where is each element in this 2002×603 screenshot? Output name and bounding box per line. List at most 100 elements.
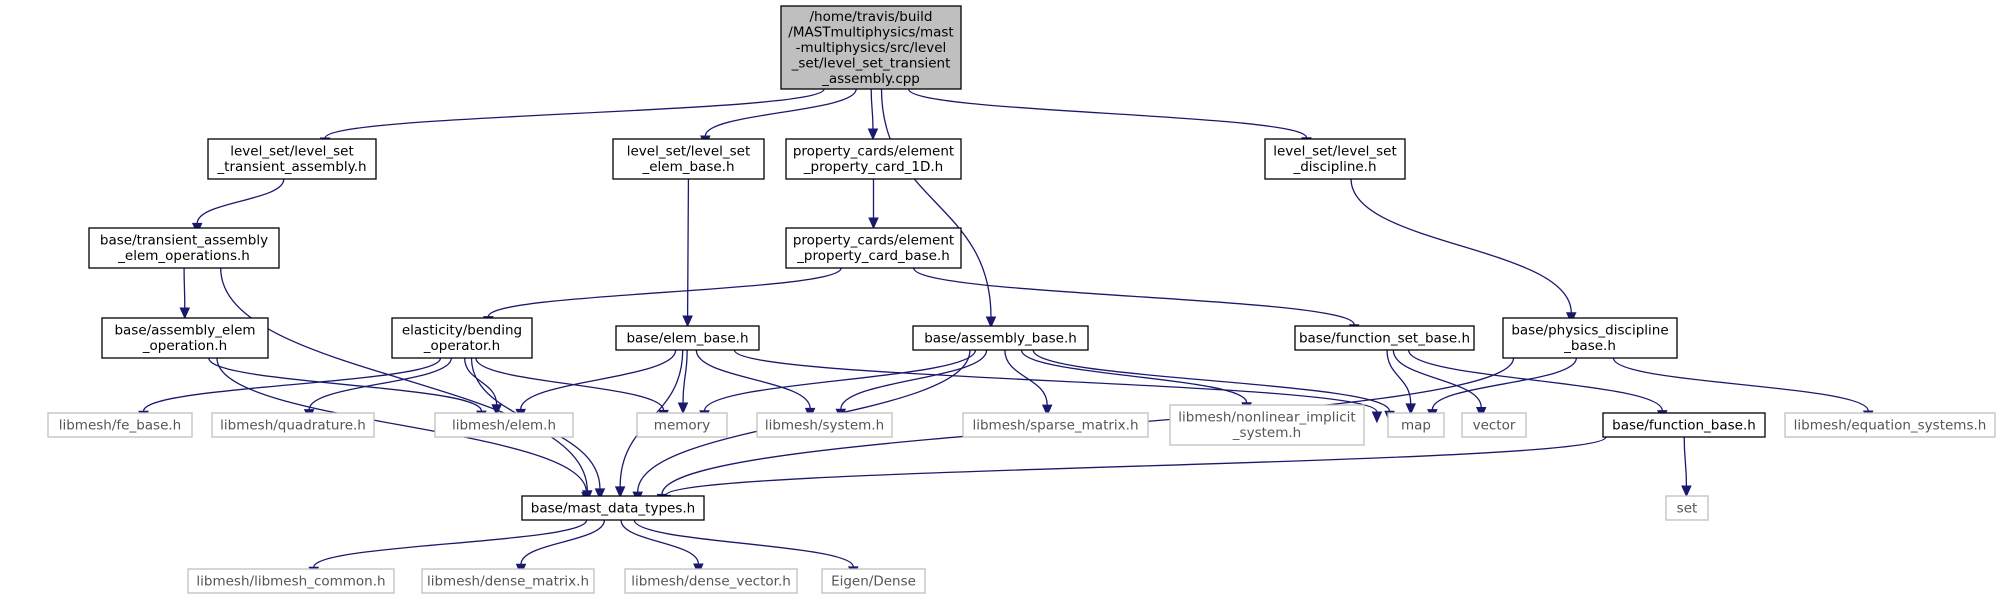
edge-line: [1032, 349, 1391, 412]
node-label: libmesh/dense_vector.h: [631, 573, 791, 589]
node-box: [434, 412, 574, 438]
node-dense-vector: libmesh/dense_vector.h: [624, 568, 798, 594]
node-label: _discipline.h: [1292, 159, 1376, 175]
node-box: [615, 325, 760, 351]
arrow-head: [1405, 403, 1416, 416]
node-label: base/assembly_elem: [114, 323, 255, 339]
node-label: libmesh/nonlinear_implicit: [1178, 410, 1355, 426]
node-box: [1461, 412, 1527, 438]
edge-function_set_base-to-vector: [1392, 349, 1487, 419]
node-box: [785, 138, 962, 180]
nodes-layer: /home/travis/build/MASTmultiphysics/mast…: [47, 5, 1996, 594]
node-pc-base[interactable]: property_cards/element_property_card_bas…: [785, 227, 962, 269]
node-label: _base.h: [1563, 338, 1616, 354]
edge-function_base-to-mast_data_types: [660, 436, 1607, 507]
node-box: [1294, 325, 1475, 351]
node-label: base/mast_data_types.h: [531, 500, 695, 516]
node-label: memory: [654, 417, 710, 433]
node-box: [421, 568, 595, 594]
node-label: property_cards/element: [793, 233, 954, 249]
node-assembly-elem-op[interactable]: base/assembly_elem_operation.h: [101, 317, 269, 359]
edge-line: [1386, 349, 1412, 404]
node-label: _elem_operations.h: [117, 248, 250, 264]
edge-line: [840, 349, 988, 410]
node-box: [1784, 412, 1996, 438]
node-label: elasticity/bending: [402, 323, 522, 339]
node-box: [612, 138, 765, 180]
node-eigen-dense: Eigen/Dense: [821, 568, 926, 594]
edge-elem_base-to-memory: [677, 349, 689, 415]
node-label: libmesh/libmesh_common.h: [196, 573, 385, 589]
edge-line: [695, 349, 811, 409]
node-dense-matrix: libmesh/dense_matrix.h: [421, 568, 595, 594]
node-box: [88, 227, 280, 269]
node-root[interactable]: /home/travis/build/MASTmultiphysics/mast…: [780, 5, 962, 90]
arrow-head: [1041, 404, 1053, 417]
edge-assembly_base-to-sparse_matrix: [1004, 349, 1053, 417]
edge-ls_transient-to-transient_ops: [191, 178, 285, 235]
node-label: Eigen/Dense: [831, 573, 916, 589]
edge-function_set_base-to-function_base: [1407, 349, 1668, 422]
node-box: [624, 568, 798, 594]
edge-line: [733, 349, 1378, 413]
node-function-base[interactable]: base/function_base.h: [1602, 412, 1766, 438]
node-label: map: [1401, 417, 1431, 433]
node-label: base/assembly_base.h: [924, 330, 1077, 346]
node-ls-discipline[interactable]: level_set/level_set_discipline.h: [1264, 138, 1406, 180]
edge-pc_base-to-bending_op: [483, 267, 842, 328]
edge-root-to-assembly_base: [880, 88, 997, 329]
arrow-head: [868, 217, 879, 230]
node-bending-op[interactable]: elasticity/bending_operator.h: [391, 317, 533, 359]
node-mast-data-types[interactable]: base/mast_data_types.h: [521, 495, 705, 521]
arrow-head: [491, 404, 502, 416]
node-pc-1d[interactable]: property_cards/element_property_card_1D.…: [785, 138, 962, 180]
edge-line: [1683, 436, 1688, 487]
node-label: _transient_assembly.h: [216, 159, 366, 175]
node-elem: libmesh/elem.h: [434, 412, 574, 438]
edge-ls_discipline-to-physics_discipline: [1350, 178, 1577, 325]
edge-line: [633, 519, 854, 568]
node-label: libmesh/system.h: [765, 417, 884, 433]
node-ls-transient[interactable]: level_set/level_set_transient_assembly.h: [207, 138, 377, 180]
edge-bending_op-to-elem: [463, 357, 502, 416]
node-assembly-base[interactable]: base/assembly_base.h: [912, 325, 1089, 351]
edge-line: [208, 357, 483, 412]
edge-line: [487, 267, 842, 317]
arrow-head: [985, 316, 997, 329]
node-system: libmesh/system.h: [756, 412, 893, 438]
node-label: property_cards/element: [793, 144, 954, 160]
node-ls-elem-base[interactable]: level_set/level_set_elem_base.h: [612, 138, 765, 180]
node-box: [785, 227, 962, 269]
node-transient-ops[interactable]: base/transient_assembly_elem_operations.…: [88, 227, 280, 269]
node-map: map: [1387, 412, 1445, 438]
edge-line: [913, 267, 1355, 326]
node-quadrature: libmesh/quadrature.h: [211, 412, 375, 438]
node-label: vector: [1473, 417, 1516, 433]
arrow-head: [614, 486, 626, 499]
node-elem-base[interactable]: base/elem_base.h: [615, 325, 760, 351]
edge-line: [463, 357, 498, 405]
node-vector: vector: [1461, 412, 1527, 438]
arrow-head: [179, 307, 191, 320]
edge-line: [1004, 349, 1048, 406]
edge-function_base-to-set: [1681, 436, 1692, 498]
node-nonlinear-implicit: libmesh/nonlinear_implicit_system.h: [1169, 404, 1365, 446]
edge-root-to-pc_1d: [867, 88, 879, 141]
node-box: [187, 568, 395, 594]
node-set: set: [1665, 495, 1709, 521]
node-fe-base: libmesh/fe_base.h: [47, 412, 193, 438]
node-sparse-matrix: libmesh/sparse_matrix.h: [962, 412, 1149, 438]
node-box: [211, 412, 375, 438]
node-function-set-base[interactable]: base/function_set_base.h: [1294, 325, 1475, 351]
node-box: [101, 317, 269, 359]
node-label: base/function_set_base.h: [1299, 330, 1470, 346]
node-box: [521, 495, 705, 521]
node-label: base/elem_base.h: [626, 330, 748, 346]
edge-line: [1407, 349, 1663, 411]
edge-physics_discipline-to-equation_systems: [1612, 357, 1874, 423]
arrow-head: [677, 402, 689, 415]
node-physics-discipline[interactable]: base/physics_discipline_base.h: [1502, 317, 1678, 359]
edge-line: [475, 357, 665, 411]
node-box: [1264, 138, 1406, 180]
